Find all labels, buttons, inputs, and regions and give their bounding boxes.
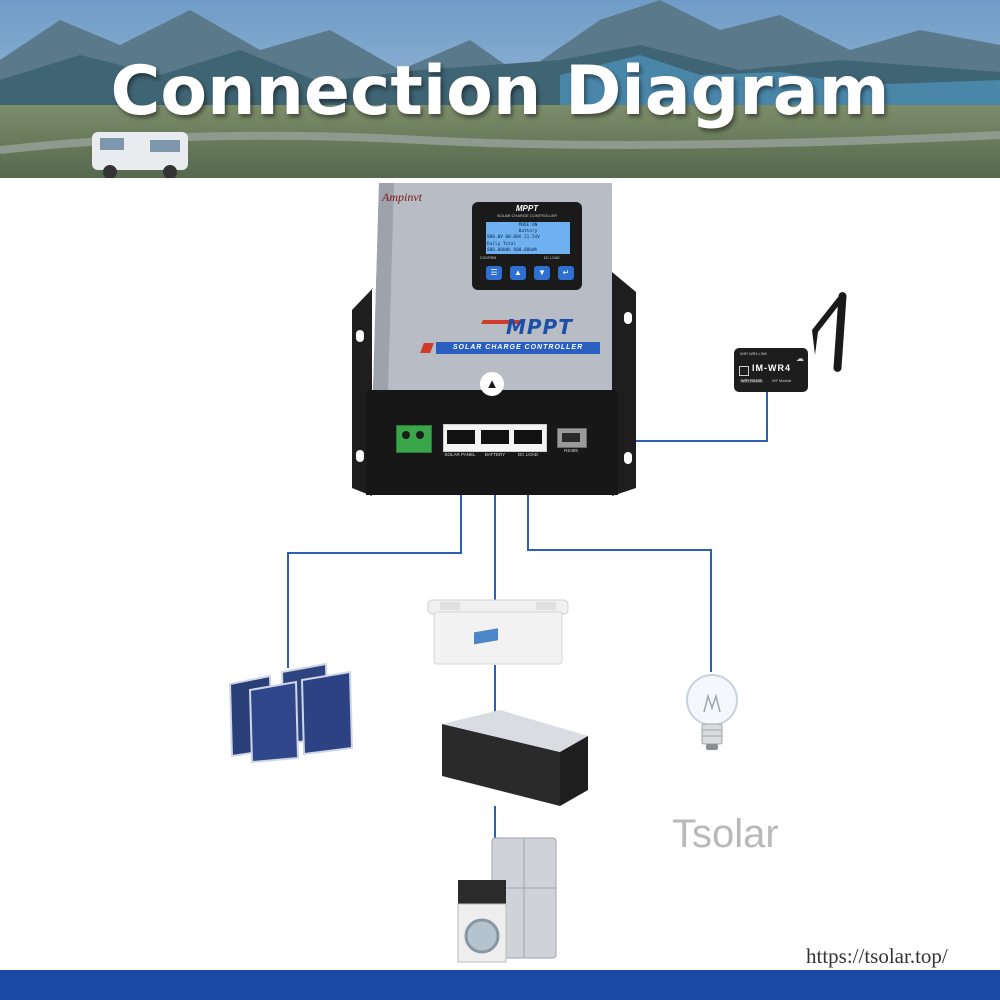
lcd-line: 000.0V 00.00A 21.54V bbox=[487, 235, 540, 241]
button-label-confirm: CONFIRM bbox=[480, 256, 497, 260]
wifi-module-label: WF Module bbox=[772, 379, 792, 383]
wifi-port-label: WIFI RS485 bbox=[740, 379, 763, 383]
wifi-module bbox=[734, 292, 847, 392]
terminal-label-solar-panel: SOLAR PANEL bbox=[444, 452, 476, 457]
wifi-model: IM-WR4 bbox=[752, 363, 791, 373]
lcd-line: MODE:ON bbox=[518, 223, 538, 228]
website-url[interactable]: https://tsolar.top/ bbox=[806, 944, 948, 968]
camper-van bbox=[92, 132, 188, 178]
cloud-icon: ☁ bbox=[796, 354, 804, 363]
up-button[interactable]: ▲ bbox=[510, 266, 526, 280]
mppt-logo: MPPT bbox=[506, 315, 573, 339]
terminal-slot bbox=[514, 430, 542, 444]
brand-logo: Ampinvt bbox=[382, 190, 422, 204]
footer-bar bbox=[0, 970, 1000, 1000]
terminal-slot bbox=[481, 430, 509, 444]
mppt-controller bbox=[352, 183, 636, 496]
terminal-label-dc-load: DC LOAD bbox=[517, 452, 538, 457]
screen-header: MPPT bbox=[515, 204, 539, 213]
arrow-up-icon: ▲ bbox=[480, 372, 504, 396]
rs485-socket bbox=[562, 433, 580, 442]
wire-solar-panel bbox=[287, 456, 462, 668]
microwave bbox=[458, 880, 506, 904]
screw-icon bbox=[402, 431, 410, 439]
appliances bbox=[457, 837, 557, 963]
lcd-line: 000.00kWh 000.00kWh bbox=[487, 247, 538, 253]
rs485-label: RS485 bbox=[564, 448, 578, 453]
light-bulb-icon bbox=[686, 674, 738, 750]
product-band: SOLAR CHARGE CONTROLLER bbox=[436, 342, 600, 354]
down-button[interactable]: ▼ bbox=[534, 266, 550, 280]
lcd-line: Daily Total bbox=[487, 241, 517, 247]
terminal-slot bbox=[447, 430, 475, 444]
wifi-status-labels: WIFI WR4 LINK bbox=[740, 352, 768, 356]
inverter bbox=[442, 628, 588, 806]
green-terminal-block bbox=[396, 425, 432, 453]
banner: Connection Diagram bbox=[0, 0, 1000, 178]
wire-rs485-wifi bbox=[587, 392, 768, 442]
solar-panels bbox=[228, 662, 354, 764]
lcd-screen bbox=[486, 222, 570, 254]
wifi-indicator-icon bbox=[739, 366, 749, 376]
lcd-line: Battery bbox=[518, 229, 538, 235]
screen-subheader: SOLAR CHARGE CONTROLLER bbox=[496, 213, 558, 218]
screw-icon bbox=[416, 431, 424, 439]
terminal-label-battery: BATTERY bbox=[484, 452, 506, 457]
landscape-background bbox=[0, 0, 1000, 178]
enter-button[interactable]: ↵ bbox=[558, 266, 574, 280]
lcd-text: MODE:ON Battery 000.0V 00.00A 21.54V Dai… bbox=[487, 223, 569, 254]
wire-dc-load bbox=[527, 456, 712, 672]
menu-button[interactable]: ☰ bbox=[486, 266, 502, 280]
watermark: Tsolar bbox=[672, 812, 779, 856]
banner-title: Connection Diagram bbox=[110, 52, 890, 131]
button-label-dc-load: DC LOAD bbox=[544, 256, 560, 260]
